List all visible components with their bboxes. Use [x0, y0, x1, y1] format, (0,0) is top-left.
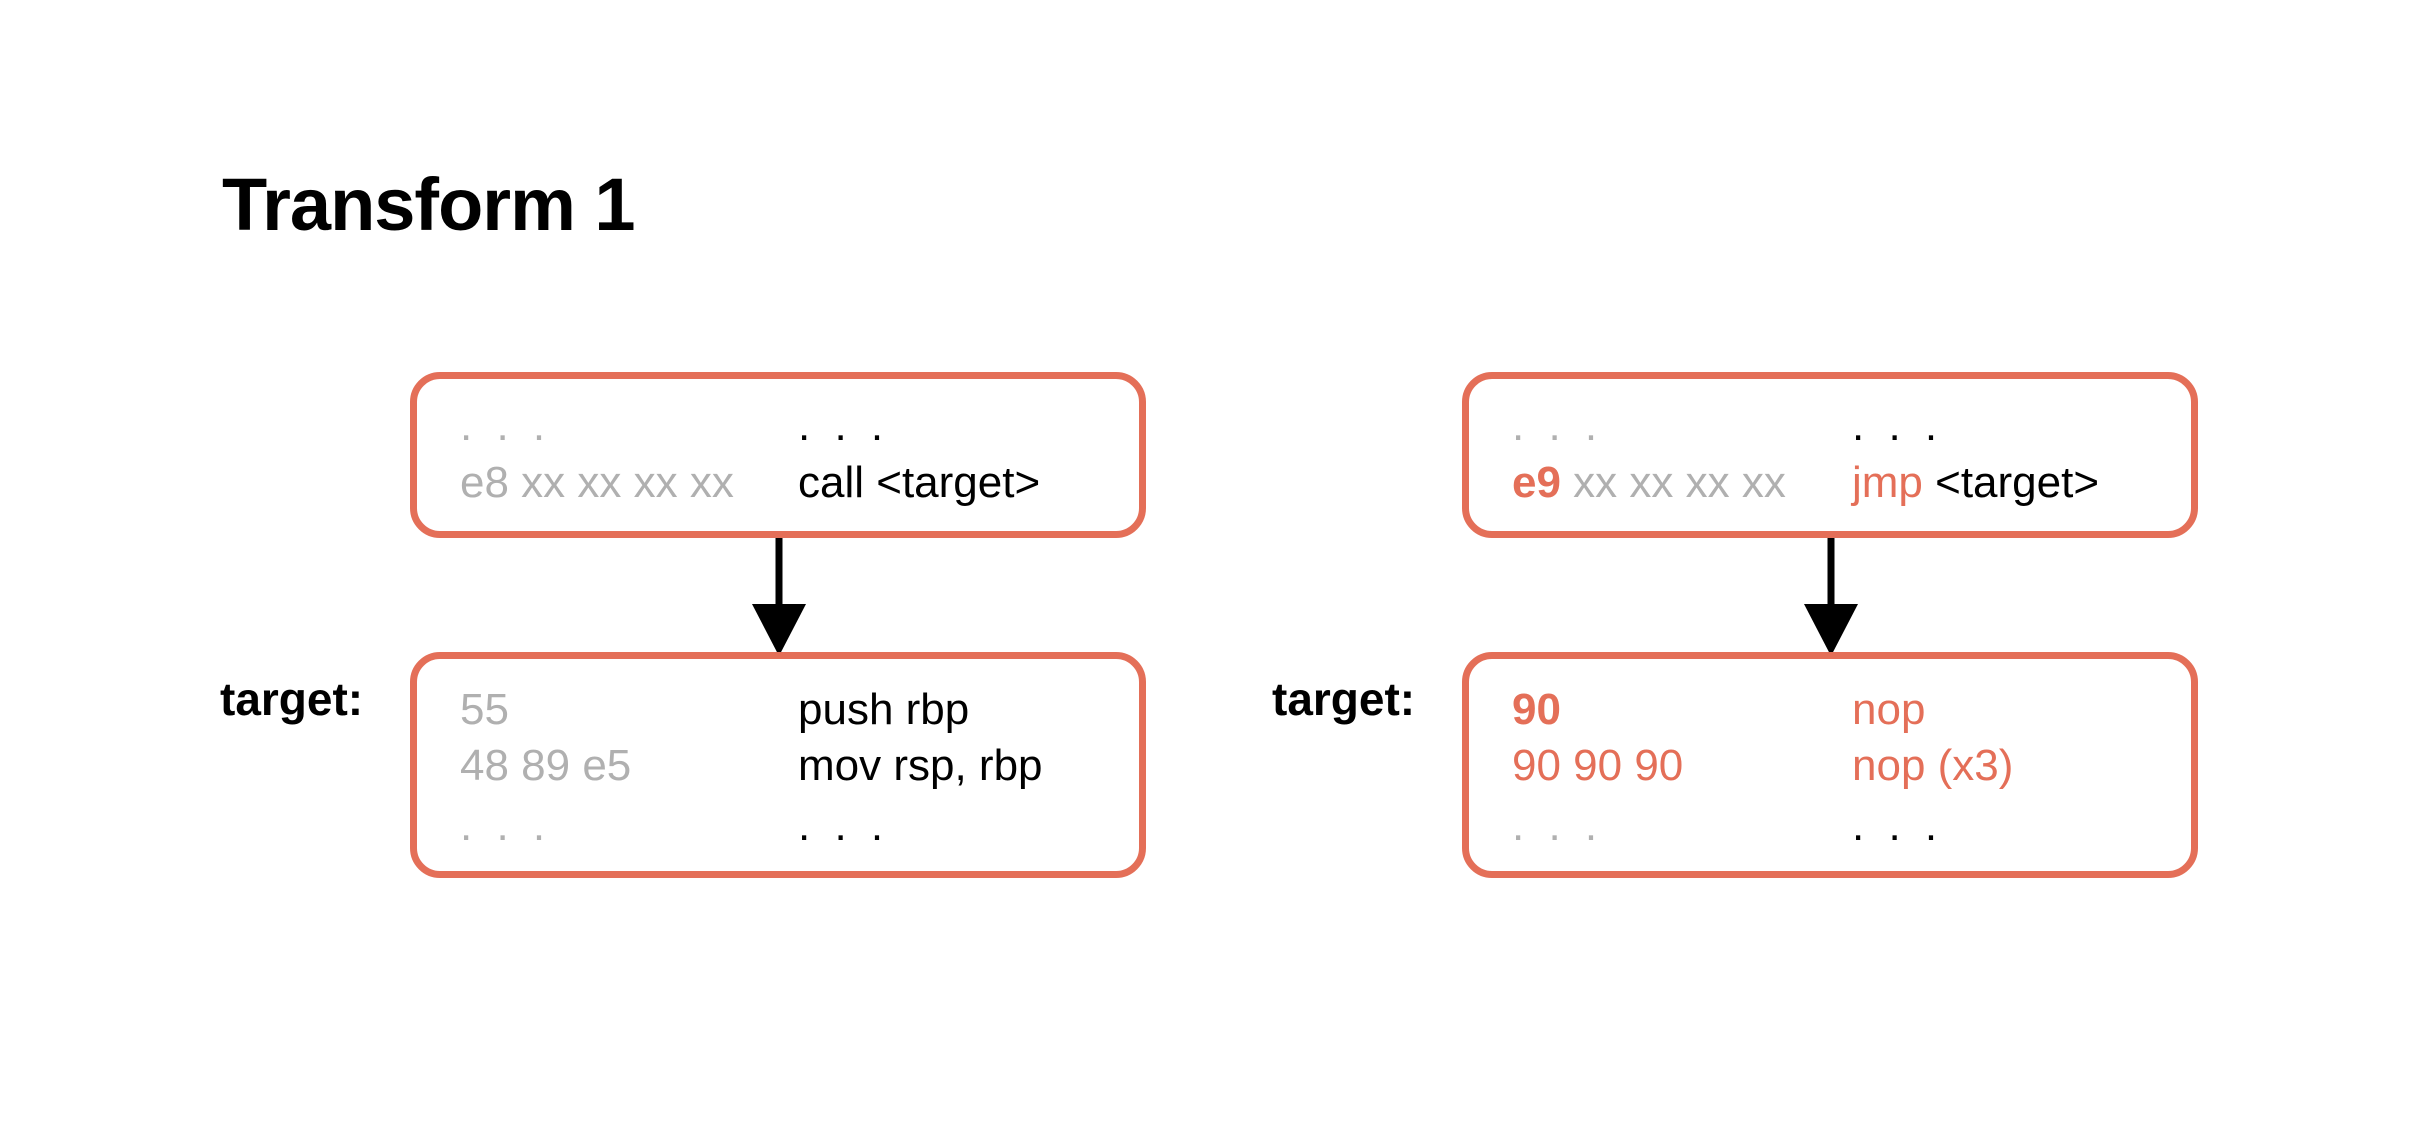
right-target-instruction-2: nop (x3) [1852, 741, 2014, 790]
right-target-bytes-1: 90 [1512, 685, 1561, 734]
right-target-box [1462, 652, 2198, 878]
left-call-asm-ellipsis: . . . [798, 401, 890, 450]
right-target-label: target: [1272, 673, 1416, 725]
left-call-box [410, 372, 1146, 538]
right-jmp-bytes: e9 xx xx xx xx [1512, 461, 1786, 505]
right-target-bytes-2: 90 90 90 [1512, 741, 1684, 790]
left-target-instruction-1: push rbp [798, 685, 970, 734]
right-target-bytes-ellipsis: . . . [1512, 801, 1604, 850]
right-jmp-bytes-ellipsis: . . . [1512, 401, 1604, 450]
left-target-instruction-2: mov rsp, rbp [798, 741, 1043, 790]
left-target-bytes-1: 55 [460, 685, 509, 734]
right-target-asm-ellipsis: . . . [1852, 801, 1944, 850]
right-jmp-opcode-highlight: e9 [1512, 458, 1561, 507]
left-target-asm-ellipsis: . . . [798, 801, 890, 850]
right-jmp-operand-bytes: xx xx xx xx [1560, 458, 1786, 507]
left-call-instruction: call <target> [798, 458, 1041, 507]
left-target-box [410, 652, 1146, 878]
left-call-bytes-ellipsis: . . . [460, 401, 552, 450]
right-jmp-mnemonic-highlight: jmp [1852, 458, 1923, 507]
right-jmp-instruction: jmp <target> [1852, 461, 2099, 505]
right-jmp-operand: <target> [1922, 458, 2100, 507]
left-target-bytes-ellipsis: . . . [460, 801, 552, 850]
right-down-arrow [1804, 538, 1858, 656]
right-target-instruction-1: nop [1852, 685, 1926, 734]
diagram-title: Transform 1 [222, 163, 636, 246]
left-target-bytes-2: 48 89 e5 [460, 741, 632, 790]
left-target-label: target: [220, 673, 364, 725]
right-jmp-box [1462, 372, 2198, 538]
left-call-bytes: e8 xx xx xx xx [460, 458, 734, 507]
left-down-arrow [752, 538, 806, 656]
right-jmp-asm-ellipsis: . . . [1852, 401, 1944, 450]
